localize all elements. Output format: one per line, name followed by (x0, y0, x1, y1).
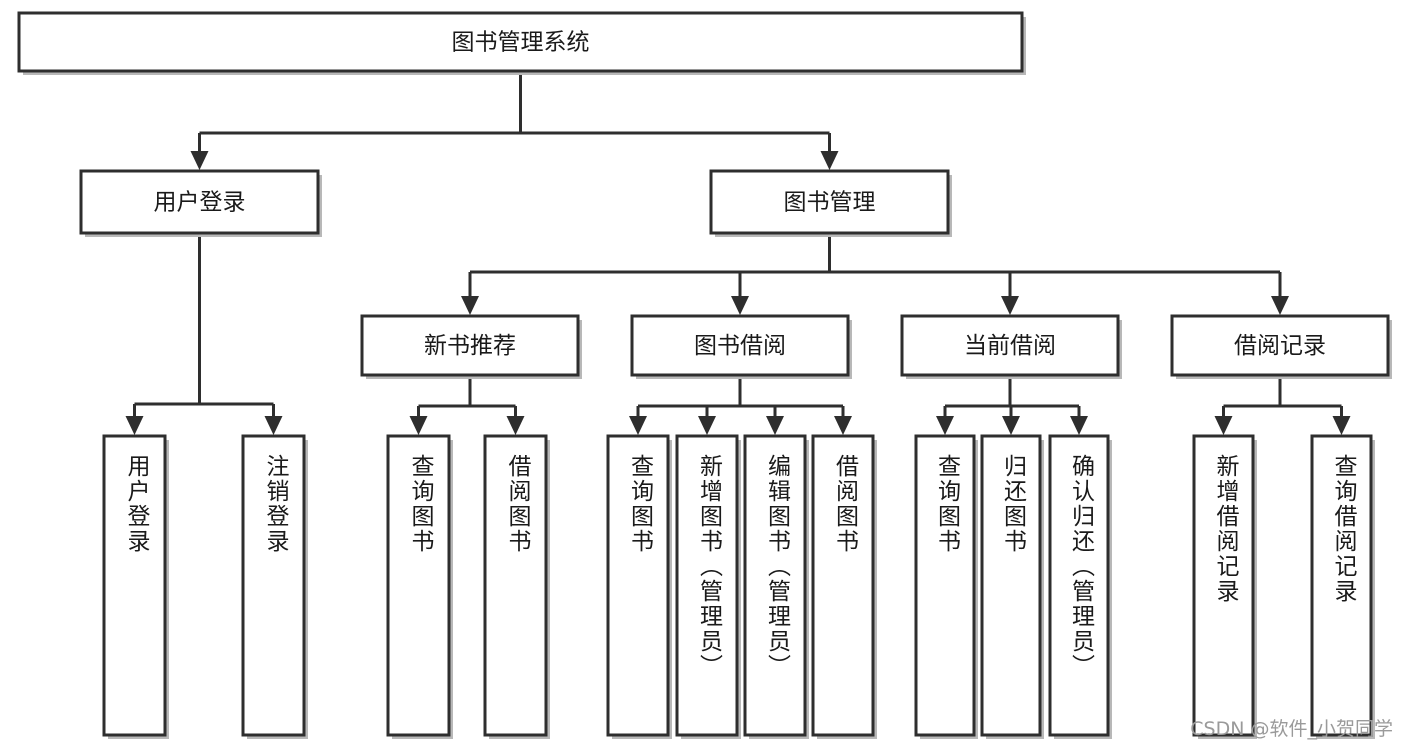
node-leaf-query-book-recommend[interactable]: 查询图书 (386, 434, 453, 739)
node-box[interactable] (1048, 434, 1110, 737)
node-user-login[interactable]: 用户登录 (79, 169, 322, 237)
node-box[interactable] (675, 434, 739, 737)
arrow-head-icon (190, 151, 209, 170)
node-label: 注销登录 (262, 454, 290, 554)
node-new-book-recommend[interactable]: 新书推荐 (360, 314, 582, 379)
node-label: 借阅图书 (504, 454, 532, 554)
node-box[interactable] (1170, 314, 1390, 377)
node-box[interactable] (360, 314, 580, 377)
connector-group-borrow-record (1214, 375, 1351, 435)
node-book-borrow[interactable]: 图书借阅 (630, 314, 852, 379)
arrow-head-icon (1332, 416, 1351, 435)
node-label: 图书借阅 (694, 333, 786, 359)
node-label: 查询图书 (934, 454, 962, 554)
node-leaf-borrow-book-recommend[interactable]: 借阅图书 (483, 434, 550, 739)
node-box[interactable] (17, 11, 1024, 73)
node-label: 查询图书 (407, 454, 435, 554)
node-leaf-query-book-current[interactable]: 查询图书 (914, 434, 978, 739)
arrow-head-icon (1002, 416, 1020, 435)
connector-group-user-login (125, 233, 283, 435)
node-root[interactable]: 图书管理系统 (17, 11, 1026, 75)
node-book-management[interactable]: 图书管理 (709, 169, 952, 237)
node-box[interactable] (483, 434, 548, 737)
node-label: 图书管理 (784, 190, 876, 216)
arrow-head-icon (409, 416, 428, 435)
arrow-head-icon (698, 416, 716, 435)
node-label: 借阅记录 (1234, 333, 1326, 359)
node-box[interactable] (980, 434, 1042, 737)
node-label: 编辑图书（管理员） (764, 454, 792, 679)
connector-group-book-borrow (629, 375, 852, 435)
node-leaf-edit-book-admin[interactable]: 编辑图书（管理员） (743, 434, 809, 739)
node-box[interactable] (914, 434, 976, 737)
node-box[interactable] (1310, 434, 1373, 737)
arrow-head-icon (731, 296, 749, 315)
arrow-head-icon (1070, 416, 1088, 435)
node-leaf-add-borrow-record[interactable]: 新增借阅记录 (1192, 434, 1257, 739)
node-label: 归还图书 (1000, 454, 1028, 554)
node-box[interactable] (79, 169, 320, 235)
node-leaf-confirm-return-admin[interactable]: 确认归还（管理员） (1048, 434, 1112, 739)
nodes-layer: 图书管理系统用户登录图书管理新书推荐图书借阅当前借阅借阅记录用户登录注销登录查询… (17, 11, 1392, 739)
node-label: 查询图书 (627, 454, 655, 554)
arrow-head-icon (834, 416, 852, 435)
node-label: 图书管理系统 (452, 30, 590, 56)
arrow-head-icon (264, 416, 283, 435)
node-leaf-borrow-book[interactable]: 借阅图书 (811, 434, 877, 739)
node-current-borrow[interactable]: 当前借阅 (900, 314, 1122, 379)
connector-group-new-book-recommend (409, 375, 525, 435)
arrow-head-icon (461, 296, 479, 315)
node-box[interactable] (102, 434, 167, 737)
arrow-head-icon (506, 416, 525, 435)
node-label: 用户登录 (154, 190, 246, 216)
arrow-head-icon (629, 416, 647, 435)
connector-group-current-borrow (936, 375, 1088, 435)
node-leaf-return-book[interactable]: 归还图书 (980, 434, 1044, 739)
node-label: 用户登录 (123, 454, 151, 554)
node-box[interactable] (1192, 434, 1255, 737)
connector-group-root (190, 71, 839, 170)
arrow-head-icon (1001, 296, 1019, 315)
node-leaf-add-book-admin[interactable]: 新增图书（管理员） (675, 434, 741, 739)
node-leaf-query-book-borrow[interactable]: 查询图书 (606, 434, 672, 739)
node-borrow-record[interactable]: 借阅记录 (1170, 314, 1392, 379)
node-box[interactable] (811, 434, 875, 737)
node-leaf-query-borrow-record[interactable]: 查询借阅记录 (1310, 434, 1375, 739)
node-box[interactable] (709, 169, 950, 235)
node-leaf-user-logout[interactable]: 注销登录 (241, 434, 308, 739)
connector-lines-layer (125, 71, 1351, 435)
arrow-head-icon (936, 416, 954, 435)
node-label: 新增图书（管理员） (696, 454, 724, 679)
node-label: 借阅图书 (832, 454, 860, 554)
node-label: 新书推荐 (424, 333, 516, 359)
node-box[interactable] (241, 434, 306, 737)
node-label: 确认归还（管理员） (1068, 454, 1096, 679)
arrow-head-icon (766, 416, 784, 435)
node-label: 当前借阅 (964, 333, 1056, 359)
node-box[interactable] (900, 314, 1120, 377)
node-box[interactable] (743, 434, 807, 737)
node-box[interactable] (606, 434, 670, 737)
node-label: 新增借阅记录 (1212, 454, 1240, 604)
node-leaf-user-login[interactable]: 用户登录 (102, 434, 169, 739)
arrow-head-icon (1271, 296, 1289, 315)
connector-group-book-management (461, 233, 1289, 315)
arrow-head-icon (125, 416, 144, 435)
node-box[interactable] (386, 434, 451, 737)
node-box[interactable] (630, 314, 850, 377)
node-label: 查询借阅记录 (1330, 454, 1358, 604)
arrow-head-icon (820, 151, 839, 170)
arrow-head-icon (1214, 416, 1233, 435)
